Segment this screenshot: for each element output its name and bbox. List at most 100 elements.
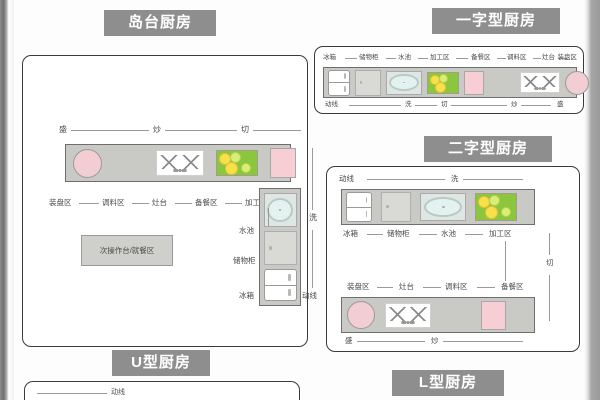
zone-rule-single-2: [386, 58, 396, 59]
fridge-zone-icon: [263, 269, 297, 301]
flow-label-galley-cut: 切: [546, 258, 554, 267]
lemon-icon-2: [225, 162, 238, 175]
galley-stove-knobs-icon: [400, 320, 416, 324]
zone-rule-galley-down: [505, 241, 506, 281]
seasoning-zone-icon: [114, 152, 144, 174]
single-fridge-door-lower-icon: [329, 82, 349, 95]
zone-label-galley-plating: 装盘区: [347, 282, 370, 291]
zone-rule-island-1: [79, 203, 99, 204]
single-sink-basin-icon: [389, 73, 419, 92]
zone-rule-galley-1: [367, 234, 383, 235]
zone-label-island-fridge: 冰箱: [239, 291, 254, 300]
zone-label-island-storage: 储物柜: [233, 256, 256, 265]
fridge-door-upper-icon: [265, 270, 296, 285]
single-burner-right-icon: [541, 76, 557, 88]
flow-label-ushape-circulation: 动线: [111, 389, 125, 396]
flow-rule-galley-1: [367, 179, 445, 180]
flow-rule-galley-right-top: [549, 233, 550, 255]
single-plating-icon: [565, 70, 589, 95]
zone-rule-single-6: [533, 58, 541, 59]
zone-label-island-seasoning: 调料区: [102, 198, 125, 207]
single-main-counter: [323, 67, 589, 98]
galley-lime-icon-2: [501, 207, 511, 217]
page-edge-left: [0, 0, 14, 400]
single-prepserve-icon: [464, 70, 484, 95]
galley-plating-icon: [347, 301, 375, 329]
zone-label-galley-processing: 加工区: [489, 229, 512, 238]
flow-rule-single-1: [349, 105, 401, 106]
flow-rule-galley-3: [357, 341, 425, 342]
flow-rule-galley-4: [443, 341, 523, 342]
single-stove-knobs-icon: [533, 87, 547, 90]
zone-label-single-fridge: 冰箱: [323, 54, 336, 61]
zone-rule-single-1: [345, 58, 357, 59]
flow-rule-single-2: [415, 105, 437, 106]
lime-icon-2: [241, 163, 251, 173]
flow-label-island-wash: 洗: [309, 213, 317, 222]
galley-sink-icon: [420, 193, 466, 221]
galley-fridge-icon: [346, 192, 372, 222]
flow-rule-single-4: [521, 105, 551, 106]
flow-rule-island-3: [253, 130, 301, 131]
galley-lower-counter: [341, 297, 535, 333]
flow-label-island-circulation: 动线: [302, 291, 317, 300]
panel-ushape-kitchen: 动线: [24, 381, 300, 400]
flow-label-single-wash: 洗: [405, 101, 412, 108]
panel-galley-kitchen: 动线 洗 冰箱 储物柜 水池 加工区: [326, 166, 580, 352]
single-stove-icon: [520, 72, 560, 93]
flow-label-single-fry: 炒: [511, 101, 518, 108]
storage-zone-icon: [263, 231, 297, 265]
island-block-label: 次操作台/就餐区: [99, 246, 155, 255]
island-block: 次操作台/就餐区: [81, 235, 173, 266]
zone-label-galley-seasoning: 调料区: [445, 282, 468, 291]
zone-label-island-stove: 灶台: [152, 198, 167, 207]
zone-label-island-prepserve: 备餐区: [195, 198, 218, 207]
flow-label-single-circulation: 动线: [325, 101, 338, 108]
zone-rule-island-sink: [268, 208, 269, 226]
panel-single-kitchen: 冰箱 储物柜 水池 加工区 备餐区 调料区 灶台 装盘区: [314, 46, 589, 114]
zone-rule-galley-6: [477, 287, 495, 288]
section-title-island: 岛台厨房: [104, 10, 216, 36]
flow-label-galley-serve: 盛: [345, 336, 353, 345]
zone-label-single-storage: 储物柜: [359, 54, 379, 61]
section-title-ushape: U型厨房: [112, 350, 210, 376]
zone-label-galley-storage: 储物柜: [387, 229, 410, 238]
zone-rule-island-2: [132, 203, 149, 204]
single-fridge-icon: [328, 69, 350, 96]
flow-label-galley-wash: 洗: [451, 174, 459, 183]
flow-label-single-cut: 切: [441, 101, 448, 108]
flow-label-galley-fry: 炒: [431, 336, 439, 345]
island-right-column: [259, 188, 301, 306]
zone-rule-galley-4: [377, 287, 393, 288]
sink-zone-icon: [263, 193, 297, 227]
zone-label-island-plating: 装盘区: [49, 198, 72, 207]
galley-burner-right-icon: [409, 307, 428, 321]
flow-rule-island-1: [71, 130, 149, 131]
zone-label-island-processing: 加工区: [245, 198, 268, 207]
galley-storage-icon: [381, 192, 411, 222]
flow-rule-island-right-bot: [312, 230, 313, 288]
flow-rule-galley-right-bot: [549, 275, 550, 321]
zone-rule-single-3: [418, 58, 428, 59]
single-sink-icon: [386, 70, 422, 95]
galley-prepserve-icon: [481, 300, 506, 330]
page-edge-right: [584, 0, 600, 400]
single-lemon-icon-2: [435, 81, 446, 93]
zone-label-single-processing: 加工区: [430, 54, 450, 61]
stove-zone-icon: [156, 150, 204, 176]
flow-rule-single-3: [451, 105, 507, 106]
zone-rule-single-5: [497, 58, 506, 59]
flow-label-island-cut: 切: [241, 125, 249, 134]
zone-label-single-prepserve: 备餐区: [471, 54, 491, 61]
zone-label-single-sink: 水池: [398, 54, 411, 61]
single-fridge-door-upper-icon: [329, 71, 349, 83]
single-storage-icon: [355, 69, 381, 96]
single-processing-icon: [427, 71, 459, 94]
single-burner-left-icon: [523, 76, 539, 88]
fridge-door-lower-icon: [264, 284, 296, 301]
zone-rule-galley-2: [419, 234, 437, 235]
zone-label-galley-sink: 水池: [441, 229, 456, 238]
section-title-single: 一字型厨房: [432, 8, 560, 34]
galley-burner-left-icon: [388, 307, 407, 321]
